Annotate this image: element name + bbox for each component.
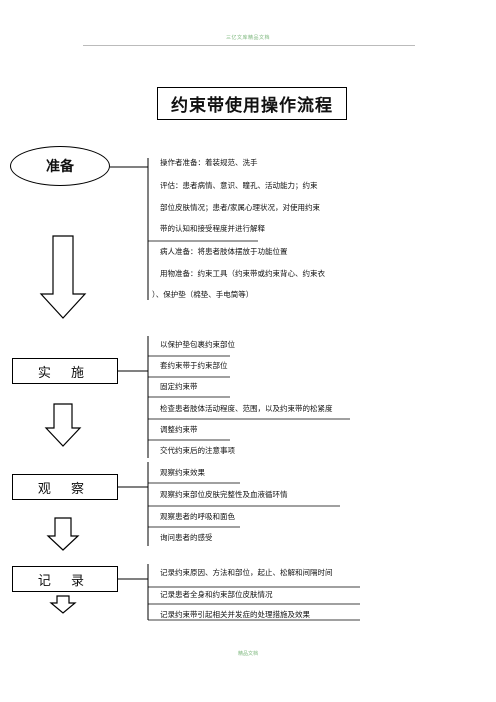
page-footer: 精品文档 bbox=[237, 651, 258, 657]
step-implement: 实 施 bbox=[12, 358, 118, 384]
implement-item: 以保护垫包裹约束部位 bbox=[160, 340, 235, 349]
prepare-item: 病人准备：将患者肢体摆放于功能位置 bbox=[160, 247, 288, 256]
prepare-item: 用物准备：约束工具（约束带或约束背心、约束衣 bbox=[160, 269, 325, 278]
implement-item: 检查患者肢体活动程度、范围，以及约束带的松紧度 bbox=[160, 404, 333, 413]
record-item: 记录约束原因、方法和部位，起止、松解和间隔时间 bbox=[160, 568, 333, 577]
page-title: 约束带使用操作流程 bbox=[171, 96, 333, 116]
arrow-down-record bbox=[49, 595, 77, 614]
prepare-item: ）、保护垫（棉垫、手电筒等） bbox=[152, 290, 254, 299]
arrow-down-prepare bbox=[39, 235, 87, 319]
header-divider bbox=[83, 45, 415, 46]
step-prepare: 准备 bbox=[10, 146, 110, 186]
arrow-down-observe bbox=[46, 517, 80, 551]
page-header: 三亿文库精品文档 bbox=[225, 35, 270, 41]
implement-item: 套约束带于约束部位 bbox=[160, 361, 228, 370]
observe-item: 观察约束效果 bbox=[160, 468, 205, 477]
record-item: 记录患者全身和约束部位皮肤情况 bbox=[160, 590, 273, 599]
observe-item: 询问患者的感受 bbox=[160, 533, 213, 542]
implement-item: 调整约束带 bbox=[160, 425, 198, 434]
step-observe: 观 察 bbox=[12, 474, 118, 500]
observe-item: 观察约束部位皮肤完整性及血液循环情 bbox=[160, 490, 288, 499]
prepare-item: 操作者准备：着装规范、洗手 bbox=[160, 158, 258, 167]
prepare-item: 评估：患者病情、意识、瞳孔、活动能力；约束 bbox=[160, 181, 318, 190]
title-box: 约束带使用操作流程 bbox=[157, 87, 347, 120]
step-record: 记 录 bbox=[12, 566, 118, 592]
implement-item: 交代约束后的注意事项 bbox=[160, 446, 235, 455]
arrow-down-implement bbox=[44, 403, 82, 447]
record-item: 记录约束带引起相关并发症的处理措施及效果 bbox=[160, 610, 310, 619]
implement-item: 固定约束带 bbox=[160, 382, 198, 391]
observe-item: 观察患者的呼吸和面色 bbox=[160, 512, 235, 521]
prepare-item: 带的认知和接受程度并进行解释 bbox=[160, 224, 265, 233]
prepare-item: 部位皮肤情况；患者/家属心理状况，对使用约束 bbox=[160, 203, 321, 212]
